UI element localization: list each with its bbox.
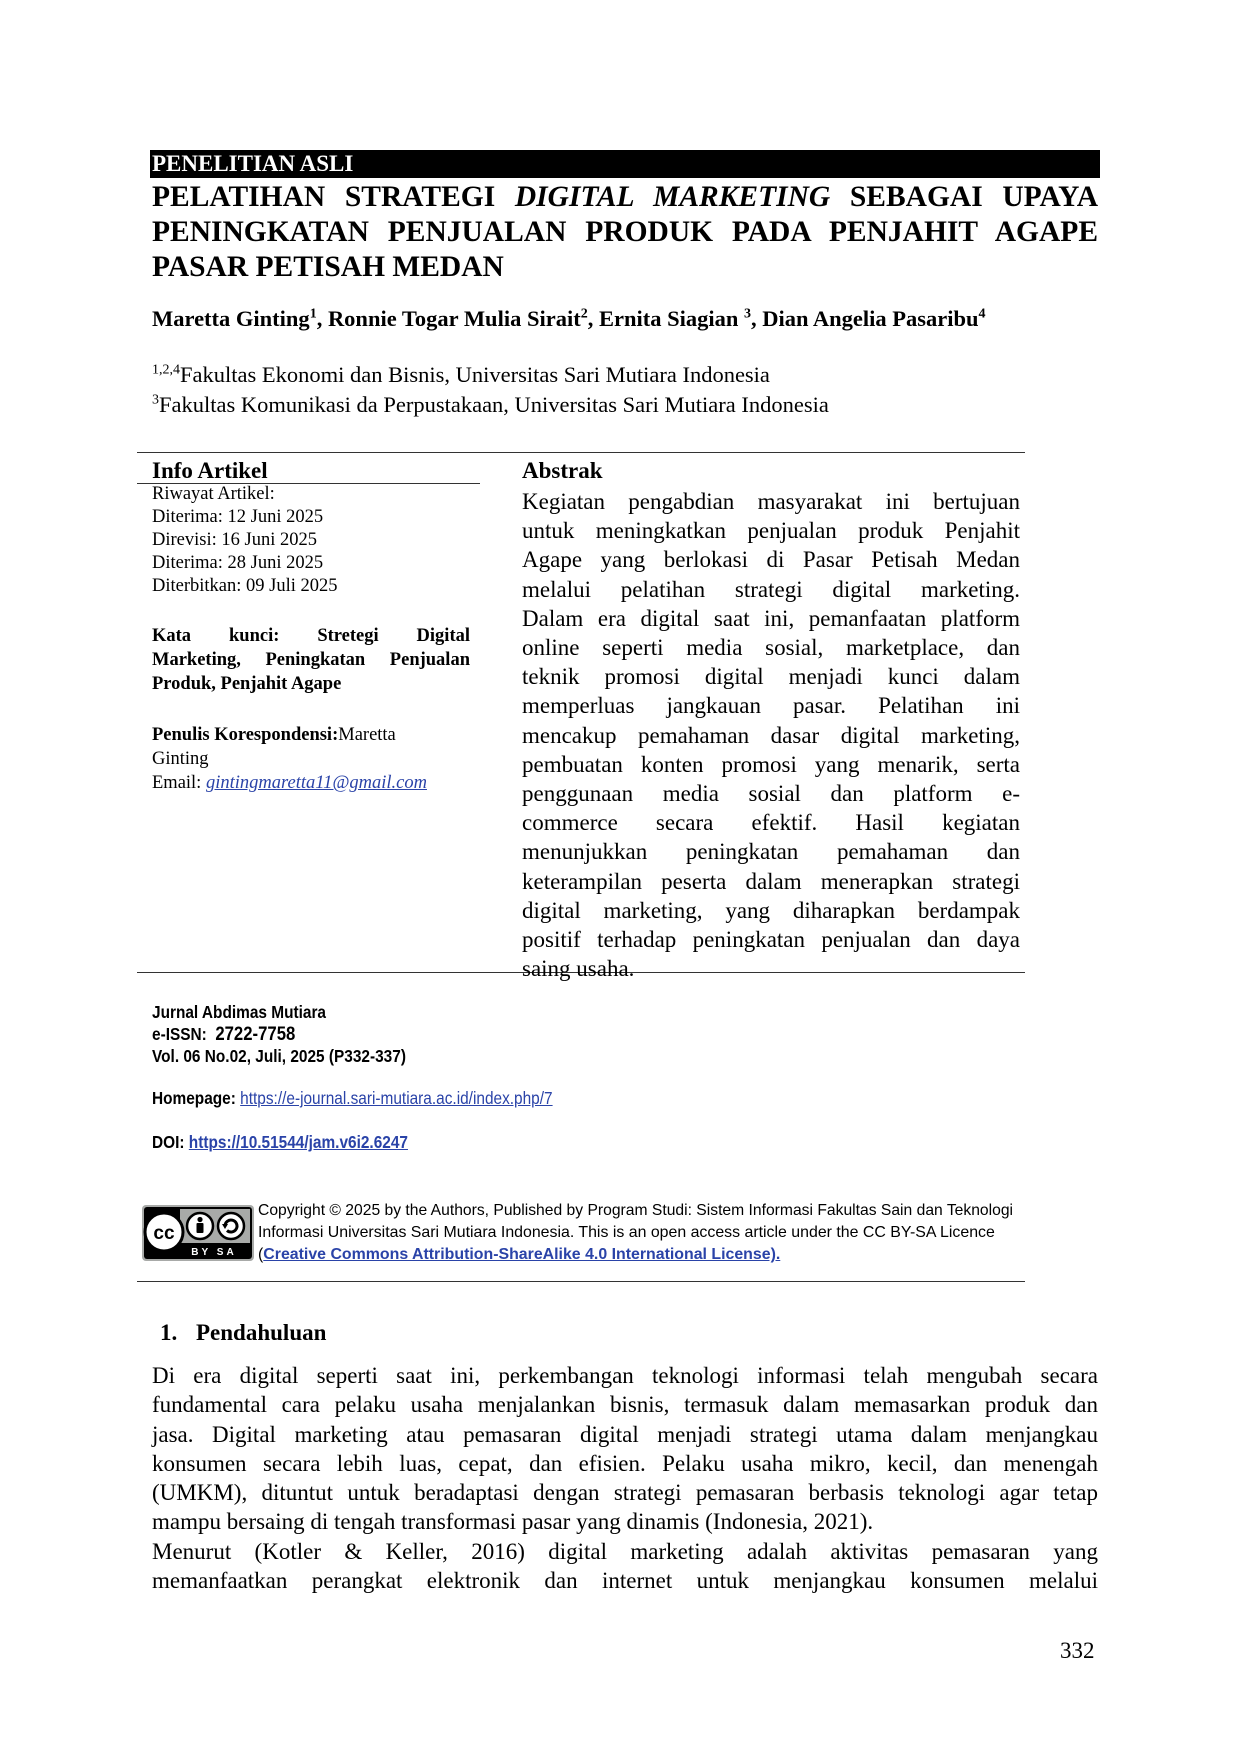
svg-text:BY SA: BY SA xyxy=(191,1247,236,1258)
body-line: Menurut (Kotler & Keller, 2016) digital … xyxy=(152,1538,1098,1564)
keywords-line: Produk, Penjahit Agape xyxy=(152,674,342,694)
abstract-line: digital marketing, yang diharapkan berda… xyxy=(522,897,1020,923)
author-name: Dian Angelia Pasaribu xyxy=(762,306,979,331)
keywords-line: Marketing, Peningkatan Penjualan xyxy=(152,650,470,670)
abstract-line: mencakup pemahaman dasar digital marketi… xyxy=(522,722,1020,748)
history-revised: Direvisi: 16 Juni 2025 xyxy=(152,530,317,550)
homepage-link[interactable]: https://e-journal.sari-mutiara.ac.id/ind… xyxy=(240,1088,553,1108)
divider xyxy=(137,972,1025,973)
author-name: Maretta Ginting xyxy=(152,306,310,331)
cc-by-sa-badge-icon[interactable]: cc BY SA xyxy=(142,1205,254,1261)
keywords-line: Kata kunci: Stretegi Digital xyxy=(152,626,470,646)
abstract-line: menunjukkan peningkatan pemahaman dan xyxy=(522,839,1020,865)
abstract-line: Agape yang berlokasi di Pasar Petisah Me… xyxy=(522,547,1020,573)
license-link[interactable]: Creative Commons Attribution-ShareAlike … xyxy=(263,1246,781,1263)
title-line-3: PASAR PETISAH MEDAN xyxy=(152,251,504,283)
svg-text:cc: cc xyxy=(153,1223,175,1244)
abstract-line: memperluas jangkauan pasar. Pelatihan in… xyxy=(522,693,1020,719)
title-line-2: PENINGKATAN PENJUALAN PRODUK PADA PENJAH… xyxy=(152,216,1098,248)
title-line-1: PELATIHAN STRATEGI DIGITAL MARKETING SEB… xyxy=(152,181,1098,213)
abstract-line: online seperti media sosial, marketplace… xyxy=(522,635,1020,661)
journal-issn: e-ISSN: 2722-7758 xyxy=(152,1024,296,1045)
section-heading: 1.Pendahuluan xyxy=(160,1320,327,1345)
history-published: Diterbitkan: 09 Juli 2025 xyxy=(152,576,338,596)
corr-label: Penulis Korespondensi: xyxy=(152,725,339,745)
affiliation: 1,2,4Fakultas Ekonomi dan Bisnis, Univer… xyxy=(152,362,770,387)
abstract-line: penggunaan media sosial dan platform e- xyxy=(522,781,1020,807)
divider xyxy=(137,483,480,484)
copyright-notice: Copyright © 2025 by the Authors, Publish… xyxy=(258,1200,1018,1266)
body-line: memanfaatkan perangkat elektronik dan in… xyxy=(152,1568,1098,1594)
abstract-line: teknik promosi digital menjadi kunci dal… xyxy=(522,664,1020,690)
body-text: Di era digital seperti saat ini, perkemb… xyxy=(152,1361,1098,1595)
copyright-line: (Creative Commons Attribution-ShareAlike… xyxy=(258,1246,781,1263)
info-heading: Info Artikel xyxy=(152,458,268,483)
doi-link[interactable]: https://10.51544/jam.v6i2.6247 xyxy=(188,1132,408,1152)
affiliation: 3Fakultas Komunikasi da Perpustakaan, Un… xyxy=(152,392,829,417)
abstract-line: saing usaha. xyxy=(522,956,635,982)
article-type-banner: PENELITIAN ASLI xyxy=(150,150,1100,178)
journal-homepage: Homepage: https://e-journal.sari-mutiara… xyxy=(152,1088,553,1108)
abstract-heading: Abstrak xyxy=(522,458,603,483)
journal-doi: DOI: https://10.51544/jam.v6i2.6247 xyxy=(152,1132,408,1152)
divider xyxy=(137,452,1025,453)
article-title: PELATIHAN STRATEGI DIGITAL MARKETING SEB… xyxy=(152,180,1098,285)
divider xyxy=(137,1281,1025,1282)
abstract-text: Kegiatan pengabdian masyarakat ini bertu… xyxy=(522,487,1020,983)
page-number: 332 xyxy=(1060,1638,1095,1663)
abstract-line: pembuatan konten promosi yang menarik, s… xyxy=(522,751,1020,777)
author-name: Ronnie Togar Mulia Sirait xyxy=(327,306,581,331)
abstract-line: positif terhadap peningkatan penjualan d… xyxy=(522,927,1020,953)
abstract-line: commerce secara efektif. Hasil kegiatan xyxy=(522,810,1020,836)
abstract-line: Kegiatan pengabdian masyarakat ini bertu… xyxy=(522,489,1020,514)
journal-volume: Vol. 06 No.02, Juli, 2025 (P332-337) xyxy=(152,1046,406,1066)
author-name: Ernita Siagian xyxy=(598,306,744,331)
abstract-line: keterampilan peserta dalam menerapkan st… xyxy=(522,868,1020,894)
body-line: Di era digital seperti saat ini, perkemb… xyxy=(152,1363,1098,1388)
abstract-line: untuk meningkatkan penjualan produk Penj… xyxy=(522,518,1020,544)
abstract-line: Dalam era digital saat ini, pemanfaatan … xyxy=(522,605,1020,631)
keywords: Kata kunci: Stretegi Digital Marketing, … xyxy=(152,624,470,696)
body-line: jasa. Digital marketing atau pemasaran d… xyxy=(152,1421,1098,1447)
body-line: fundamental cara pelaku usaha menjalanka… xyxy=(152,1392,1098,1418)
email-link[interactable]: gintingmaretta11@gmail.com xyxy=(205,773,427,793)
journal-name: Jurnal Abdimas Mutiara xyxy=(152,1002,327,1022)
author-list: Maretta Ginting1, Ronnie Togar Mulia Sir… xyxy=(152,306,986,331)
body-line: mampu bersaing di tengah transformasi pa… xyxy=(152,1509,874,1535)
copyright-line: Copyright © 2025 by the Authors, Publish… xyxy=(258,1202,1014,1219)
corresponding-author: Penulis Korespondensi:Maretta Ginting Em… xyxy=(152,725,427,793)
body-line: konsumen secara lebih luas, cepat, dan e… xyxy=(152,1450,1098,1476)
copyright-line: Informasi Universitas Sari Mutiara Indon… xyxy=(258,1224,995,1241)
history-received: Diterima: 12 Juni 2025 xyxy=(152,507,324,527)
abstract-line: melalui pelatihan strategi digital marke… xyxy=(522,576,1020,602)
history-label: Riwayat Artikel: xyxy=(152,484,275,504)
history-accepted: Diterima: 28 Juni 2025 xyxy=(152,553,324,573)
body-line: (UMKM), dituntut untuk beradaptasi denga… xyxy=(152,1480,1098,1506)
